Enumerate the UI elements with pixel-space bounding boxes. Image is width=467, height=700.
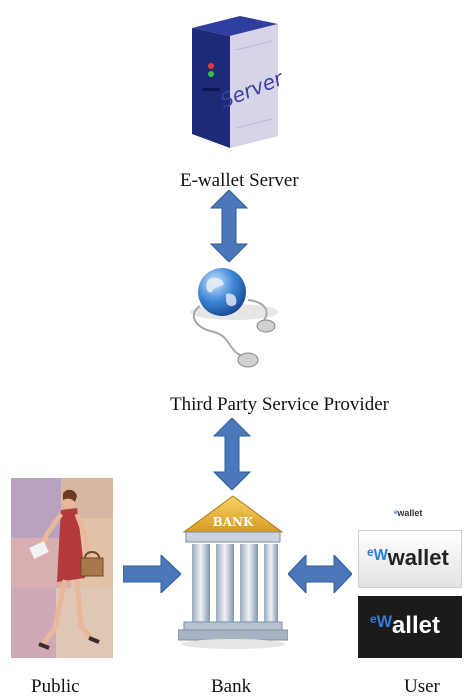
- bank-icon: BANK: [178, 495, 288, 649]
- bank-label: Bank: [211, 676, 252, 697]
- server-red-light: [208, 63, 214, 69]
- public-woman-image: [11, 478, 113, 658]
- wallet-logo-small: ᵉwallet: [394, 508, 423, 518]
- mouse-right: [256, 319, 276, 333]
- bank-column: [264, 544, 278, 622]
- bank-column: [240, 544, 258, 622]
- mouse-bottom: [237, 352, 259, 368]
- bank-column: [192, 544, 210, 622]
- user-label: User: [404, 676, 440, 697]
- public-label: Public: [31, 676, 80, 697]
- globe-network-icon: [190, 268, 278, 368]
- server-green-light: [208, 71, 214, 77]
- provider-label: Third Party Service Provider: [170, 394, 389, 415]
- double-arrow-server-provider: [209, 190, 249, 262]
- server-label: E-wallet Server: [180, 170, 299, 191]
- wallet-logo-light: eᵂwallet: [358, 530, 462, 588]
- server-front-face: [230, 24, 278, 148]
- double-arrow-bank-user: [288, 555, 352, 593]
- bank-icon-text: BANK: [213, 515, 254, 529]
- server-top-face: [192, 16, 278, 36]
- server-icon: Server: [192, 16, 288, 148]
- arrow-public-bank: [123, 555, 181, 593]
- woman-dress: [57, 508, 85, 582]
- user-wallet-logos: ᵉwallet eᵂwallet eᵂallet: [358, 508, 462, 658]
- bank-column: [216, 544, 234, 622]
- woman-bag: [80, 557, 104, 577]
- globe: [198, 268, 246, 316]
- double-arrow-provider-bank: [212, 418, 252, 490]
- wallet-logo-dark: eᵂallet: [358, 596, 462, 658]
